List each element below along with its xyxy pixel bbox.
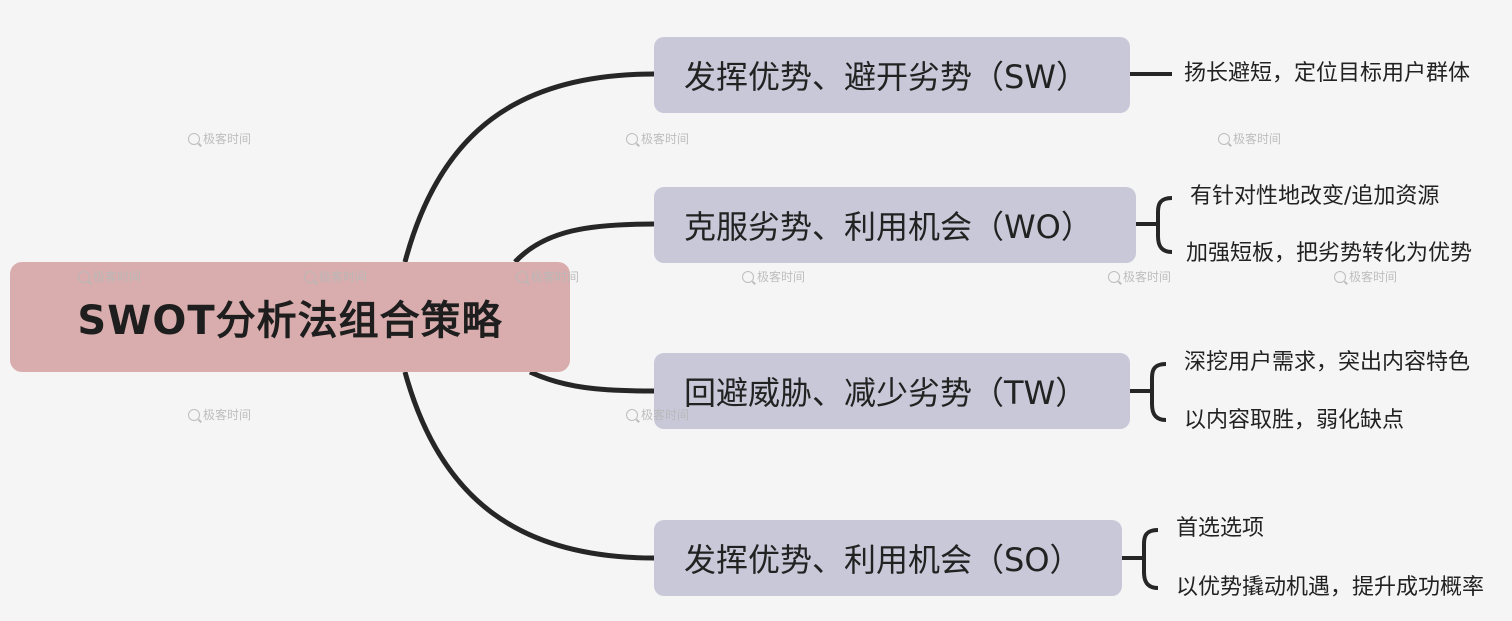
leaf-wo-1[interactable]: 有针对性地改变/追加资源	[1190, 184, 1440, 209]
connector-branch-4-bracket	[1122, 528, 1159, 590]
leaf-tw-1[interactable]: 深挖用户需求，突出内容特色	[1184, 350, 1471, 375]
watermark: 极客时间	[1218, 130, 1281, 147]
connector-root-branch-2	[513, 221, 655, 264]
leaf-wo-2[interactable]: 加强短板，把劣势转化为优势	[1186, 241, 1473, 266]
branch-node-tw[interactable]: 回避威胁、减少劣势（TW）	[654, 353, 1130, 429]
watermark: 极客时间	[304, 268, 367, 285]
watermark: 极客时间	[1334, 268, 1397, 285]
watermark-logo-icon	[304, 270, 316, 283]
watermark: 极客时间	[188, 406, 251, 423]
watermark-logo-icon	[626, 408, 638, 421]
branch-node-sw[interactable]: 发挥优势、避开劣势（SW）	[654, 37, 1130, 113]
watermark-logo-icon	[1334, 270, 1346, 283]
watermark: 极客时间	[78, 268, 141, 285]
leaf-so-1[interactable]: 首选选项	[1176, 516, 1265, 541]
watermark-logo-icon	[188, 132, 200, 145]
watermark-logo-icon	[742, 270, 754, 283]
root-node[interactable]: SWOT分析法组合策略	[10, 262, 570, 372]
watermark: 极客时间	[188, 130, 251, 147]
connector-branch-2-bracket	[1136, 196, 1173, 254]
watermark: 极客时间	[626, 130, 689, 147]
branch-node-so[interactable]: 发挥优势、利用机会（SO）	[654, 520, 1122, 596]
branch-node-label: 发挥优势、避开劣势（SW）	[684, 58, 1088, 96]
watermark-logo-icon	[78, 270, 90, 283]
watermark: 极客时间	[1108, 268, 1171, 285]
leaf-sw-1[interactable]: 扬长避短，定位目标用户群体	[1184, 61, 1471, 86]
watermark-logo-icon	[626, 132, 638, 145]
connector-root-branch-4	[402, 371, 655, 561]
branch-node-label: 克服劣势、利用机会（WO）	[684, 208, 1093, 246]
watermark: 极客时间	[516, 268, 579, 285]
watermark-logo-icon	[188, 408, 200, 421]
connector-root-branch-3	[528, 369, 655, 394]
watermark-logo-icon	[516, 270, 528, 283]
watermark: 极客时间	[626, 406, 689, 423]
branch-node-label: 回避威胁、减少劣势（TW）	[684, 374, 1088, 412]
watermark-logo-icon	[1108, 270, 1120, 283]
watermark: 极客时间	[742, 268, 805, 285]
leaf-tw-2[interactable]: 以内容取胜，弱化缺点	[1184, 408, 1405, 433]
watermark-logo-icon	[1218, 132, 1230, 145]
connector-branch-3-bracket	[1130, 362, 1167, 422]
connector-root-branch-1	[402, 71, 655, 263]
branch-node-label: 发挥优势、利用机会（SO）	[684, 541, 1082, 579]
root-node-label: SWOT分析法组合策略	[77, 298, 503, 344]
branch-node-wo[interactable]: 克服劣势、利用机会（WO）	[654, 187, 1136, 263]
leaf-so-2[interactable]: 以优势撬动机遇，提升成功概率	[1176, 575, 1485, 600]
